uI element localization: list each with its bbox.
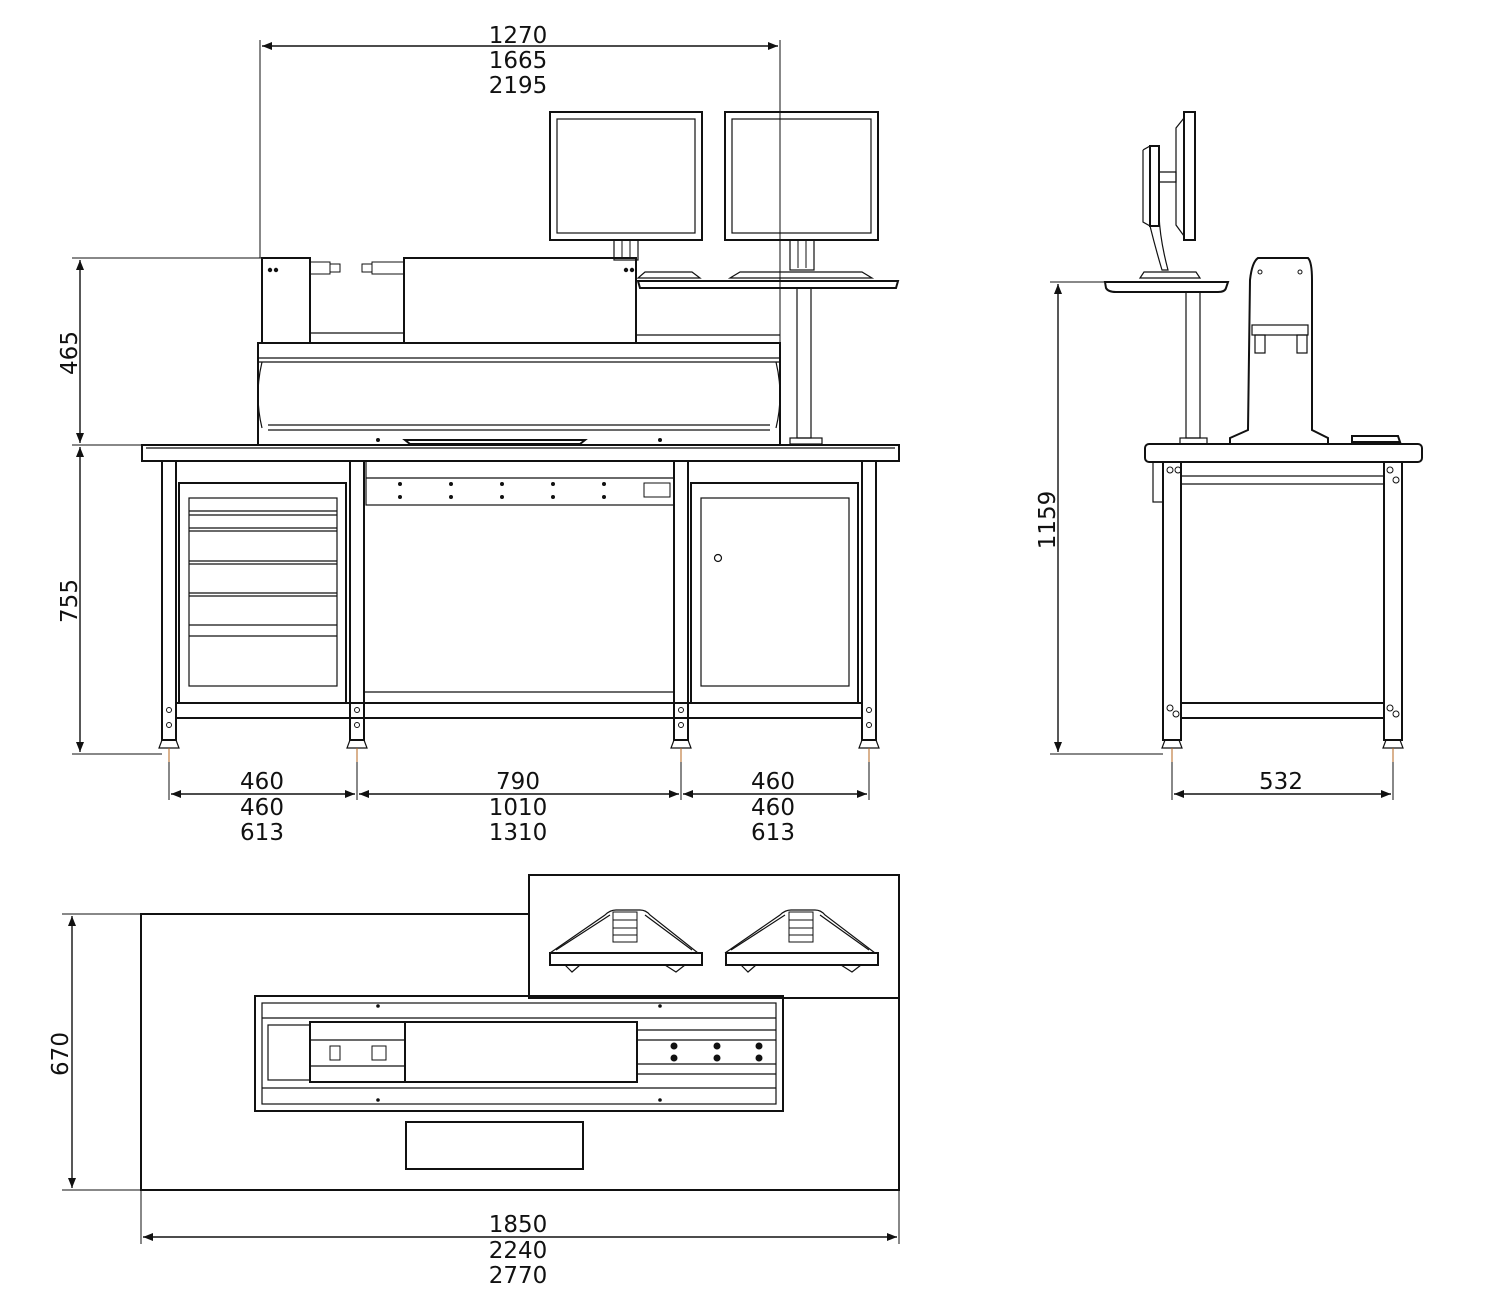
table-height-label: 755 [57, 579, 83, 623]
leg-middle-label-3: 1310 [489, 820, 548, 846]
top-width-label-2: 1665 [489, 48, 548, 74]
plan-view [140, 874, 900, 1191]
leg-right-label-1: 460 [751, 769, 795, 795]
plan-width-label-1: 1850 [489, 1212, 548, 1238]
monitor-left [549, 111, 703, 279]
plan-width-label-3: 2770 [489, 1263, 548, 1289]
leg-middle-label-2: 1010 [489, 795, 548, 821]
plan-dimensions: 670 1850 2240 2770 [48, 913, 900, 1289]
side-dimensions: 1159 532 [1035, 281, 1394, 800]
machine-plan [254, 995, 784, 1112]
plan-depth-label: 670 [48, 1032, 74, 1076]
side-view [1103, 111, 1423, 762]
leg-right-label-3: 613 [751, 820, 795, 846]
keyboard [405, 1121, 584, 1170]
front-view [141, 111, 900, 762]
table-legs [158, 460, 880, 749]
side-table-top [1144, 443, 1423, 463]
machine-unit [257, 257, 781, 446]
door-cabinet [690, 482, 859, 704]
leg-left-label-1: 460 [240, 769, 284, 795]
mounting-holes [398, 482, 606, 499]
leg-right-label-2: 460 [751, 795, 795, 821]
front-dimensions [72, 40, 870, 800]
side-depth-label: 532 [1259, 769, 1303, 795]
leg-middle-label-1: 790 [496, 769, 540, 795]
leg-left-label-2: 460 [240, 795, 284, 821]
monitor-right [724, 111, 879, 279]
upper-height-label: 465 [57, 331, 83, 375]
top-width-label-3: 2195 [489, 73, 548, 99]
plan-width-label-2: 2240 [489, 1238, 548, 1264]
front-dimension-labels: 1270 1665 2195 465 755 460 460 613 790 1… [57, 23, 795, 846]
side-height-label: 1159 [1035, 491, 1061, 550]
top-width-label-1: 1270 [489, 23, 548, 49]
leg-left-label-3: 613 [240, 820, 284, 846]
monitor-plan-left [549, 909, 703, 973]
drawer-cabinet [178, 482, 347, 704]
monitor-plan-right [724, 909, 879, 973]
